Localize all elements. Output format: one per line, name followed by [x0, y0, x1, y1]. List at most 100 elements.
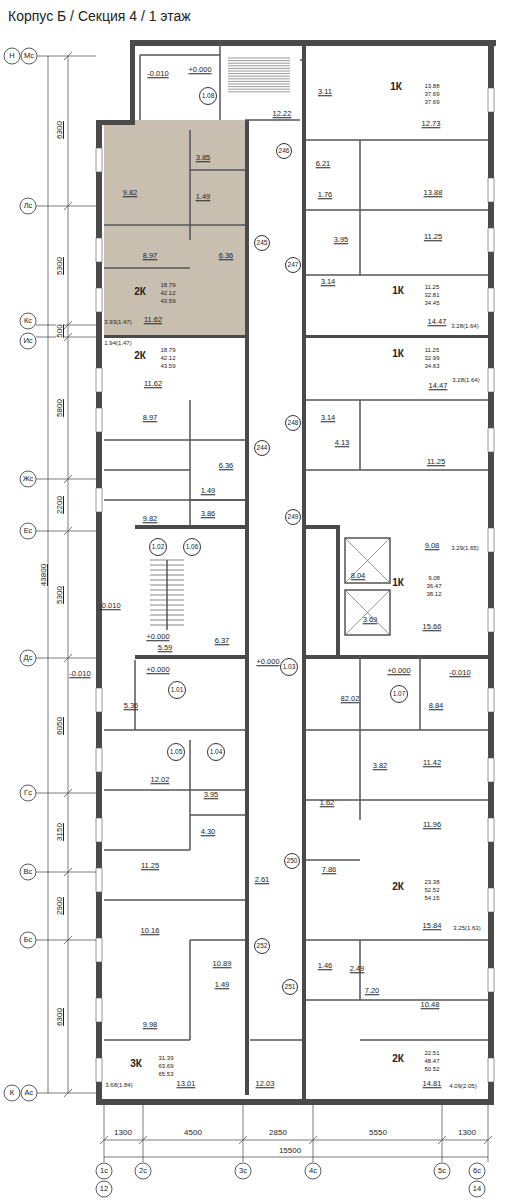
- room-area: 3.95: [204, 791, 219, 799]
- apartment-area: 37.69: [424, 91, 439, 97]
- stair-step: [228, 84, 290, 85]
- axis-label: 4с: [309, 1167, 317, 1175]
- axis-bubble: [96, 1181, 112, 1197]
- apartment-area: 11.25: [425, 284, 440, 290]
- axis-bubble: [135, 1163, 151, 1179]
- room-area: 10.48: [421, 1001, 440, 1009]
- partition: [306, 999, 488, 1001]
- apartment-area: 43.59: [160, 298, 175, 304]
- room-area: 12.02: [151, 776, 170, 784]
- room-area: 1.62: [320, 799, 335, 807]
- partition: [104, 267, 190, 269]
- stair-step: [228, 63, 290, 64]
- dimension-label: 5300: [56, 256, 64, 276]
- apartment-area: 22.51: [424, 1050, 439, 1056]
- room-area: 3.69: [363, 616, 378, 624]
- dimension-label: 6300: [56, 1007, 64, 1027]
- wall: [130, 40, 496, 46]
- room-area: 8.84: [429, 702, 444, 710]
- partition: [140, 54, 220, 56]
- room-area: 6.36: [219, 462, 234, 470]
- sheet-title: Корпус Б / Секция 4 / 1 этаж: [8, 8, 191, 24]
- stair-step: [228, 81, 290, 82]
- axis-bubble: [20, 198, 36, 214]
- apartment-type: 2К: [392, 882, 404, 892]
- partition: [306, 939, 488, 941]
- window: [96, 408, 102, 432]
- stair-step: [228, 89, 290, 90]
- apartment-type: 1К: [392, 349, 404, 359]
- room-area: 7.20: [365, 987, 380, 995]
- partition: [104, 439, 245, 441]
- window: [96, 1058, 102, 1082]
- room-area: +0.000: [256, 658, 279, 666]
- dimension-tick: [64, 202, 72, 210]
- dimension-label: 1300: [458, 1129, 476, 1137]
- room-number-text: 246: [279, 148, 290, 155]
- axis-label: Дс: [24, 654, 33, 662]
- partition: [189, 940, 191, 1040]
- axis-label: Ис: [23, 337, 32, 345]
- dimension-line: [104, 1140, 488, 1141]
- axis-line: [36, 793, 96, 794]
- wall: [488, 40, 494, 1105]
- room-area: 10.16: [141, 927, 160, 935]
- partition: [104, 1039, 190, 1041]
- dimension-tick: [100, 1136, 108, 1144]
- window: [488, 228, 494, 252]
- wall: [306, 655, 488, 659]
- wall: [306, 335, 488, 338]
- axis-bubble: [305, 1163, 321, 1179]
- room-number-text: 249: [288, 514, 299, 521]
- axis-label: 2с: [139, 1167, 147, 1175]
- stair-step: [228, 60, 290, 61]
- room-area: 11.25: [427, 458, 445, 466]
- axis-line: [36, 1093, 96, 1094]
- wall: [306, 525, 336, 529]
- stair-step: [228, 73, 290, 74]
- room-area: -0.010: [69, 670, 90, 678]
- dimension-tick: [438, 1136, 446, 1144]
- room-number-text: 245: [257, 240, 268, 247]
- partition: [245, 119, 300, 121]
- window: [488, 818, 494, 842]
- room-number: 1.06: [183, 538, 201, 556]
- room-area: 1.46: [318, 962, 333, 970]
- window: [488, 528, 494, 552]
- axis-line: [36, 337, 96, 338]
- room-area: 14.47: [428, 318, 447, 326]
- axis-line: [313, 1105, 314, 1162]
- dimension-label: 500: [56, 323, 64, 338]
- dimension-tick: [64, 936, 72, 944]
- axis-label: Н: [9, 52, 14, 60]
- room-area: 3.95: [334, 236, 349, 244]
- axis-bubble: [434, 1163, 450, 1179]
- partition: [306, 209, 488, 211]
- window: [96, 818, 102, 842]
- axis-line: [442, 1105, 443, 1162]
- apartment-area: 37.69: [424, 99, 439, 105]
- apartment-area: 65.53: [158, 1071, 173, 1077]
- partition: [306, 469, 488, 471]
- apartment-area: 34.63: [424, 363, 439, 369]
- room-area: 3.14: [321, 414, 336, 422]
- room-area: 11.62: [144, 380, 162, 388]
- room-area: 6.36: [219, 252, 234, 260]
- partition: [306, 274, 488, 276]
- room-area: 1.49: [215, 981, 230, 989]
- room-area: 6.21: [316, 160, 331, 168]
- room-number: 1.01: [168, 681, 186, 699]
- axis-label: Гс: [24, 789, 32, 797]
- axis-bubble: [20, 650, 36, 666]
- axis-label: 1с: [100, 1167, 108, 1175]
- apartment-area: 3.93(1.47): [104, 319, 131, 325]
- room-area: 15.84: [423, 922, 442, 930]
- room-number-text: 1.03: [283, 664, 296, 671]
- window: [96, 288, 102, 312]
- apartment-area: 42.12: [160, 355, 175, 361]
- room-area: +0.000: [387, 667, 410, 675]
- partition: [250, 1039, 306, 1041]
- window: [488, 368, 494, 392]
- room-number-text: 244: [257, 445, 268, 452]
- axis-bubble: [20, 333, 36, 349]
